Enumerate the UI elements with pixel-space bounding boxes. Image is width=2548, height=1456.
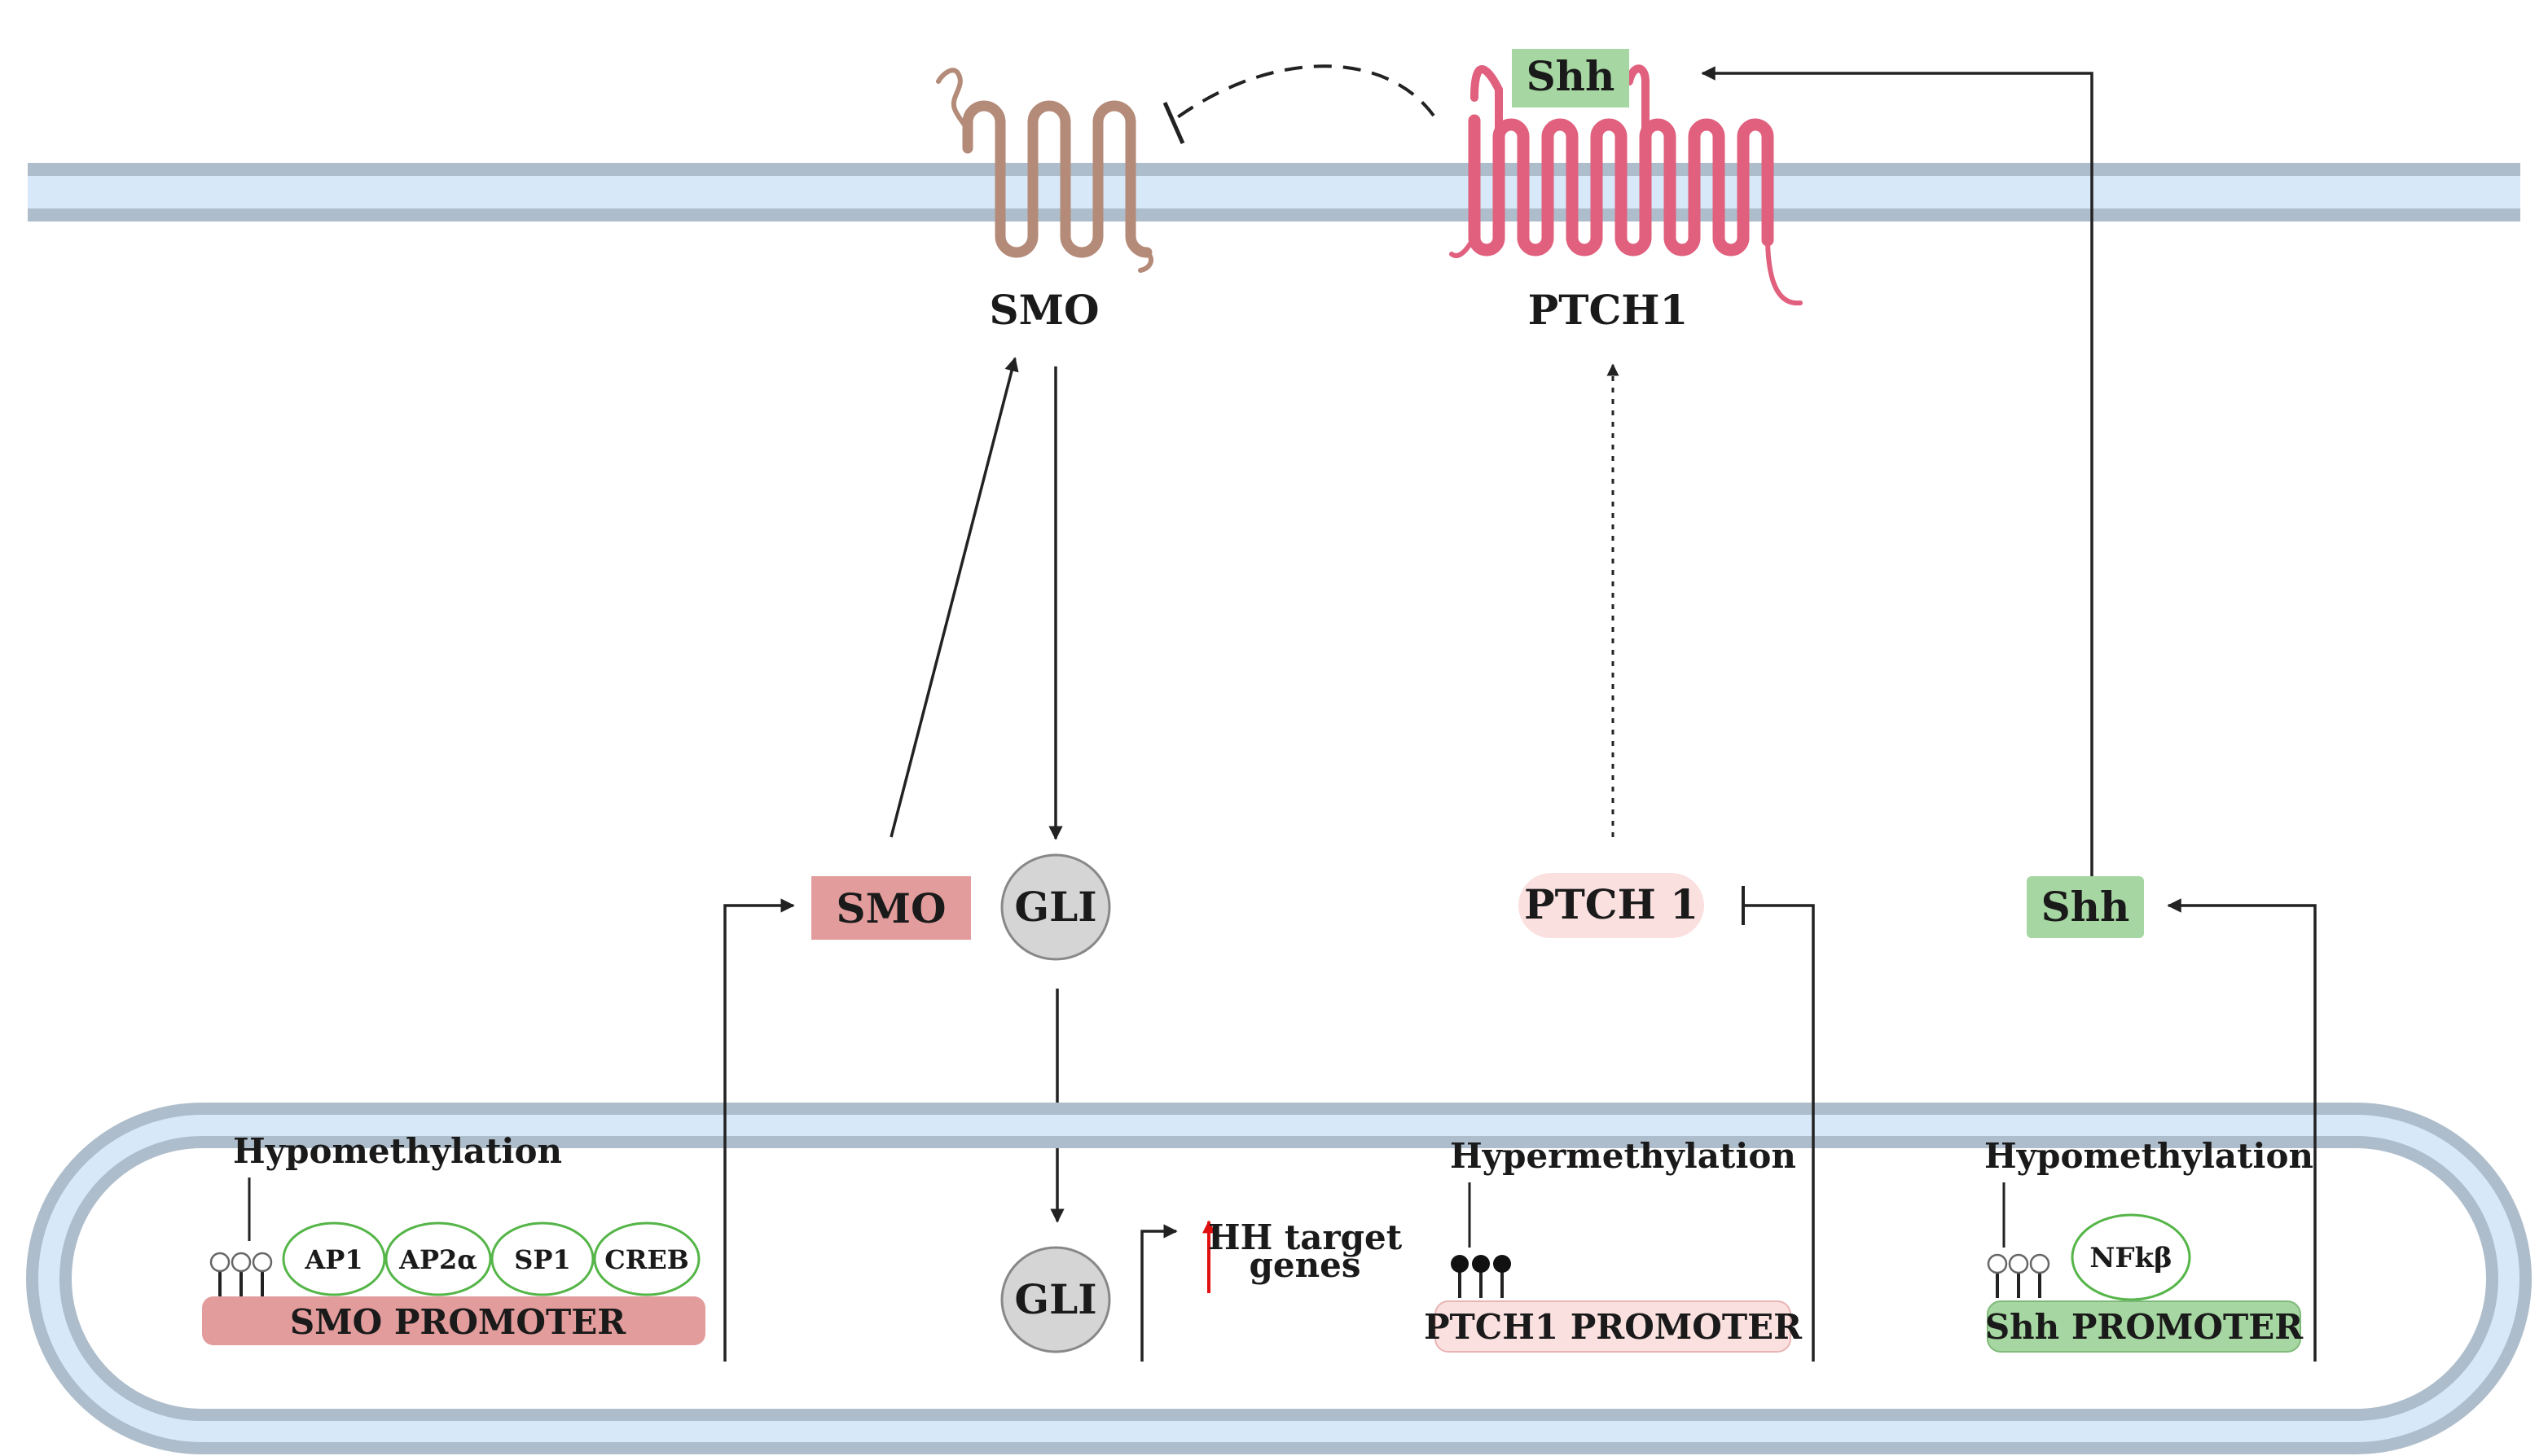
hh-target-genes-label-line1: HH target xyxy=(1208,1217,1403,1257)
ptch1-methylation-label: Hypermethylation xyxy=(1450,1136,1796,1176)
tf-label: AP2α xyxy=(398,1244,477,1275)
gli-node-label: GLI xyxy=(1014,883,1096,931)
smo-node-label: SMO xyxy=(836,884,946,932)
nuclear-gli-label: GLI xyxy=(1014,1275,1096,1323)
shh-promoter-label: Shh PROMOTER xyxy=(1985,1307,2304,1347)
unmethylated-cpg-icon xyxy=(1987,1253,2050,1298)
shh-to-membrane-arrow xyxy=(1701,66,2093,879)
tf-label: AP1 xyxy=(304,1244,362,1275)
unmethylated-cpg-icon xyxy=(209,1252,273,1296)
tf-label: CREB xyxy=(604,1244,689,1275)
smo-tf-ap1: AP1 xyxy=(282,1221,386,1296)
ptch1-node: PTCH 1 xyxy=(1518,873,1704,938)
ptch1-promoter-inhibition-line xyxy=(1742,886,1815,1362)
shh-ligand: Shh xyxy=(1512,49,1629,107)
ptch1-inhibits-smo-line xyxy=(1162,64,1435,145)
shh-promoter: Shh PROMOTER xyxy=(1985,1300,2304,1353)
shh-promoter-output-arrow xyxy=(2167,898,2317,1362)
ptch1-promoter: PTCH1 PROMOTER xyxy=(1424,1300,1803,1353)
methylated-cpg-icon xyxy=(1451,1255,1511,1298)
smo-tf-sp1: SP1 xyxy=(490,1221,595,1296)
transcription-start-arrow xyxy=(1140,1224,1178,1362)
shh-methylation-label: Hypomethylation xyxy=(1984,1136,2313,1176)
smo-tf-ap2a: AP2α xyxy=(384,1221,492,1296)
smo-tf-creb: CREB xyxy=(593,1221,701,1296)
smo-promoter-output-arrow xyxy=(723,898,795,1362)
shh-node: Shh xyxy=(2027,876,2144,938)
nucleus-envelope xyxy=(26,1103,2532,1454)
tf-label: SP1 xyxy=(514,1244,570,1275)
smo-to-membrane-arrow xyxy=(890,357,1019,838)
cell-membrane xyxy=(28,163,2520,221)
hh-target-genes-label-line2: genes xyxy=(1250,1245,1361,1285)
gli-node: GLI xyxy=(1000,853,1111,961)
nfkb-label: NFkβ xyxy=(2089,1242,2172,1274)
ptch1-receptor-icon xyxy=(1449,64,1803,306)
ptch1-promoter-label: PTCH1 PROMOTER xyxy=(1424,1307,1803,1347)
shh-tf-nfkb: NFkβ xyxy=(2071,1213,2191,1301)
ptch1-membrane-label: PTCH1 xyxy=(1528,286,1689,334)
smo-promoter-label: SMO PROMOTER xyxy=(290,1302,626,1342)
smo-receptor-icon xyxy=(936,68,1154,273)
shh-node-label: Shh xyxy=(2041,883,2130,931)
smo-promoter: SMO PROMOTER xyxy=(202,1296,705,1345)
shh-ligand-label: Shh xyxy=(1527,52,1615,100)
nuclear-gli-node: GLI xyxy=(1000,1246,1111,1353)
smo-node: SMO xyxy=(811,876,971,940)
smo-methylation-label: Hypomethylation xyxy=(233,1131,562,1171)
ptch1-node-label: PTCH 1 xyxy=(1524,880,1698,928)
smo-membrane-label: SMO xyxy=(989,286,1099,334)
